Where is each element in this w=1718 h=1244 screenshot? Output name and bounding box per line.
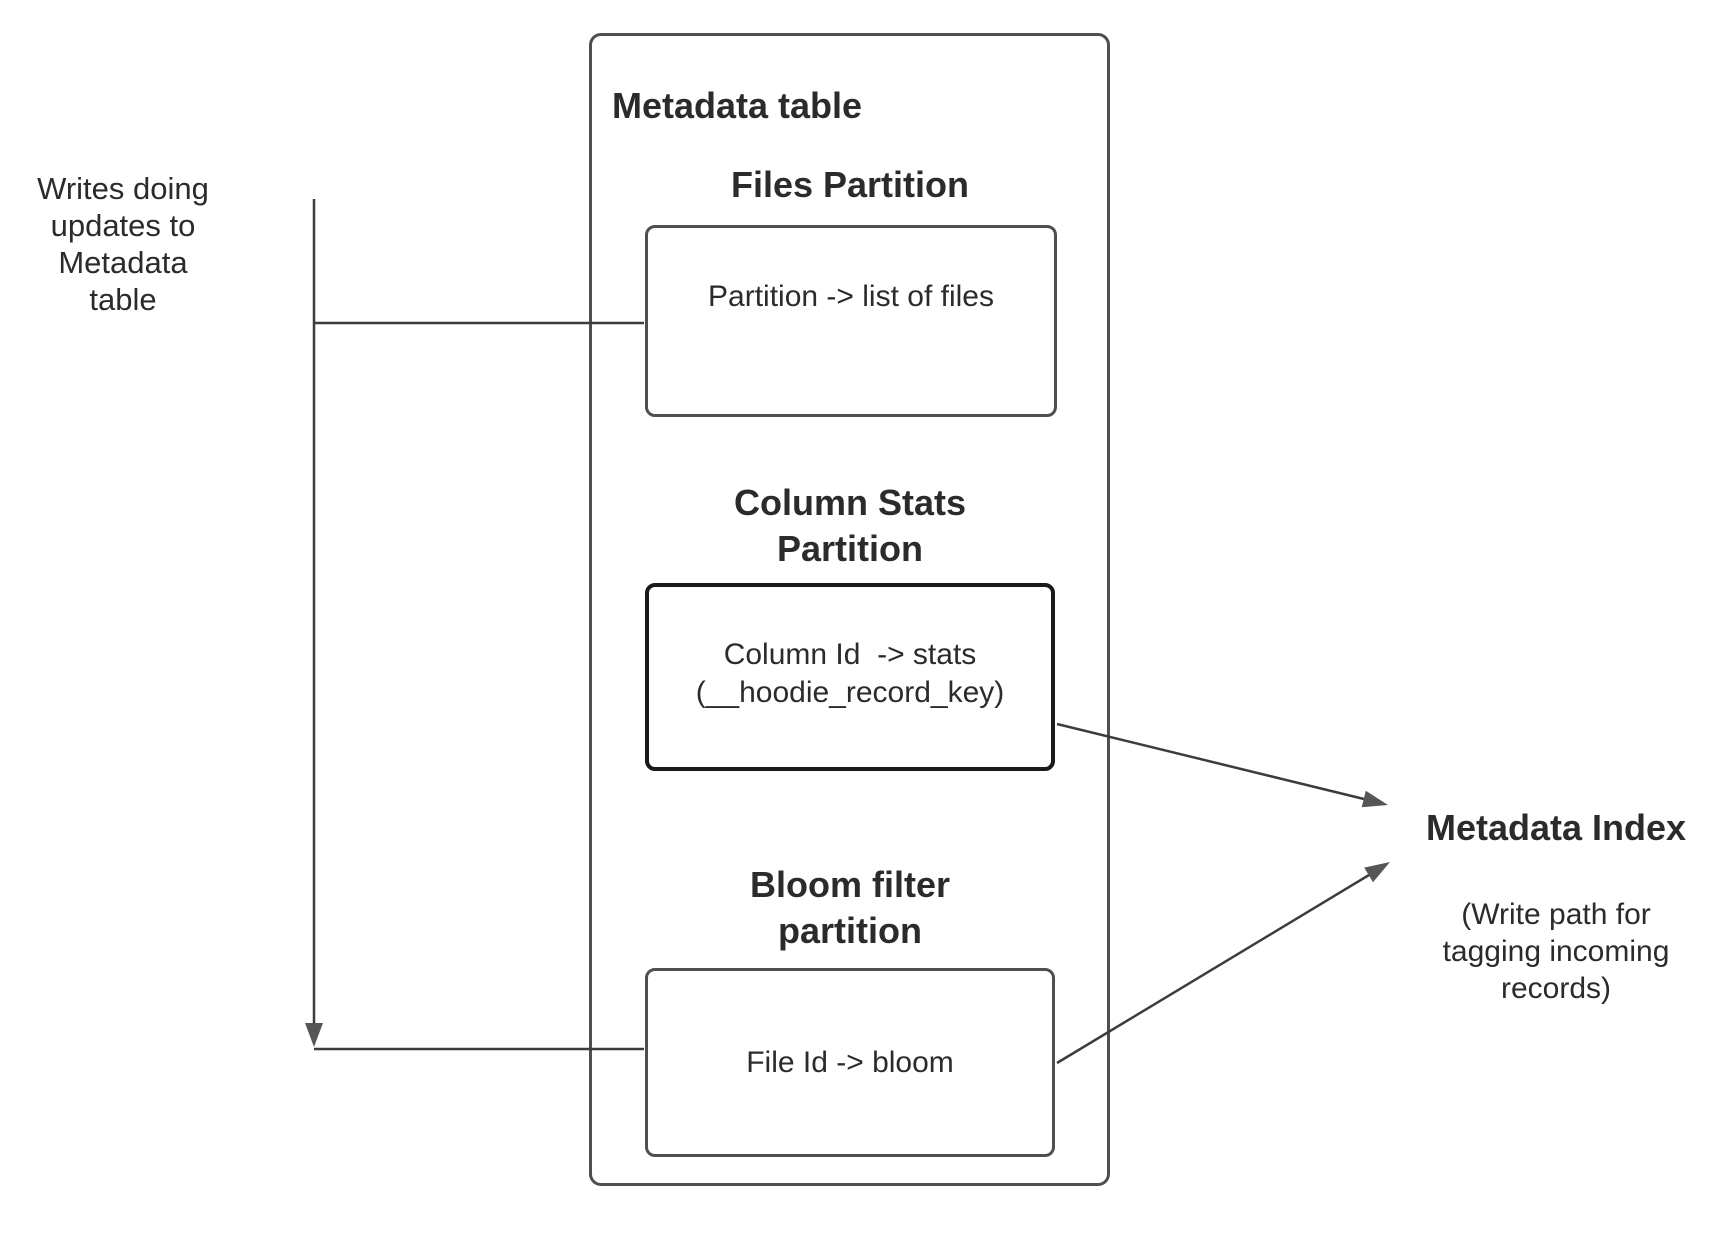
bloom-filter-partition-box: File Id -> bloom (645, 968, 1055, 1157)
metadata-table-box (589, 33, 1110, 1186)
writes-arrow-down-head (305, 1023, 323, 1047)
writes-note: Writes doing updates to Metadata table (37, 171, 209, 317)
metadata-table-title: Metadata table (612, 85, 863, 126)
files-partition-box: Partition -> list of files (645, 225, 1057, 417)
bloom-filter-partition-heading: Bloom filter partition (749, 864, 950, 951)
metadata-index-subtitle: (Write path for tagging incoming records… (1442, 898, 1670, 1005)
files-partition-heading: Files Partition (730, 164, 970, 205)
metadata-index-title: Metadata Index (1425, 807, 1687, 848)
bloom-filter-partition-content: File Id -> bloom (746, 1045, 954, 1079)
column-stats-partition-heading: Column Stats Partition (733, 482, 966, 569)
files-partition-content: Partition -> list of files (708, 280, 994, 313)
column-stats-partition-content: Column Id -> stats (__hoodie_record_key) (695, 638, 1005, 709)
column-stats-partition-box: Column Id -> stats (__hoodie_record_key) (645, 583, 1055, 771)
bloom-to-index-arrowhead (1364, 862, 1390, 883)
column-stats-to-index-arrowhead (1361, 790, 1388, 808)
